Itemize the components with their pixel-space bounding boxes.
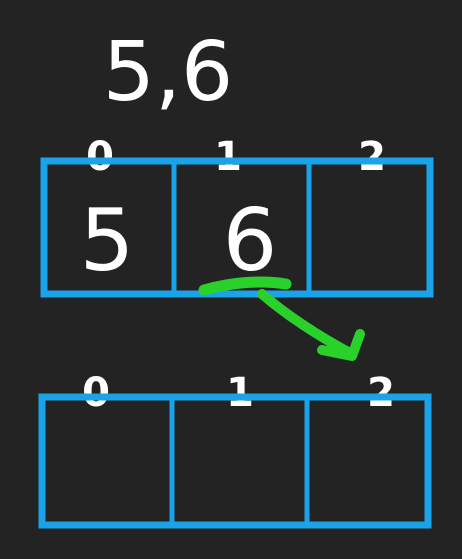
copy-arrow	[198, 276, 365, 361]
array-top-cell-1: 6	[223, 191, 278, 291]
copy-arrow-head	[317, 329, 365, 361]
copy-arrow-underline	[198, 276, 292, 296]
array-bottom-index-2: 2	[367, 370, 395, 416]
array-bottom: 0 1 2	[38, 370, 432, 529]
array-bottom-outline	[38, 393, 432, 529]
array-top: 0 1 2 5 6	[40, 134, 434, 298]
array-top-index-2: 2	[358, 134, 386, 180]
array-top-index-1: 1	[214, 134, 242, 180]
copy-arrow-shaft	[257, 289, 357, 359]
array-bottom-index-0: 0	[82, 370, 110, 416]
array-top-index-0: 0	[86, 134, 114, 180]
array-top-outline	[40, 157, 434, 298]
array-bottom-index-1: 1	[226, 370, 254, 416]
handwritten-title: 5,6	[103, 25, 233, 120]
array-top-cell-0: 5	[80, 191, 135, 291]
